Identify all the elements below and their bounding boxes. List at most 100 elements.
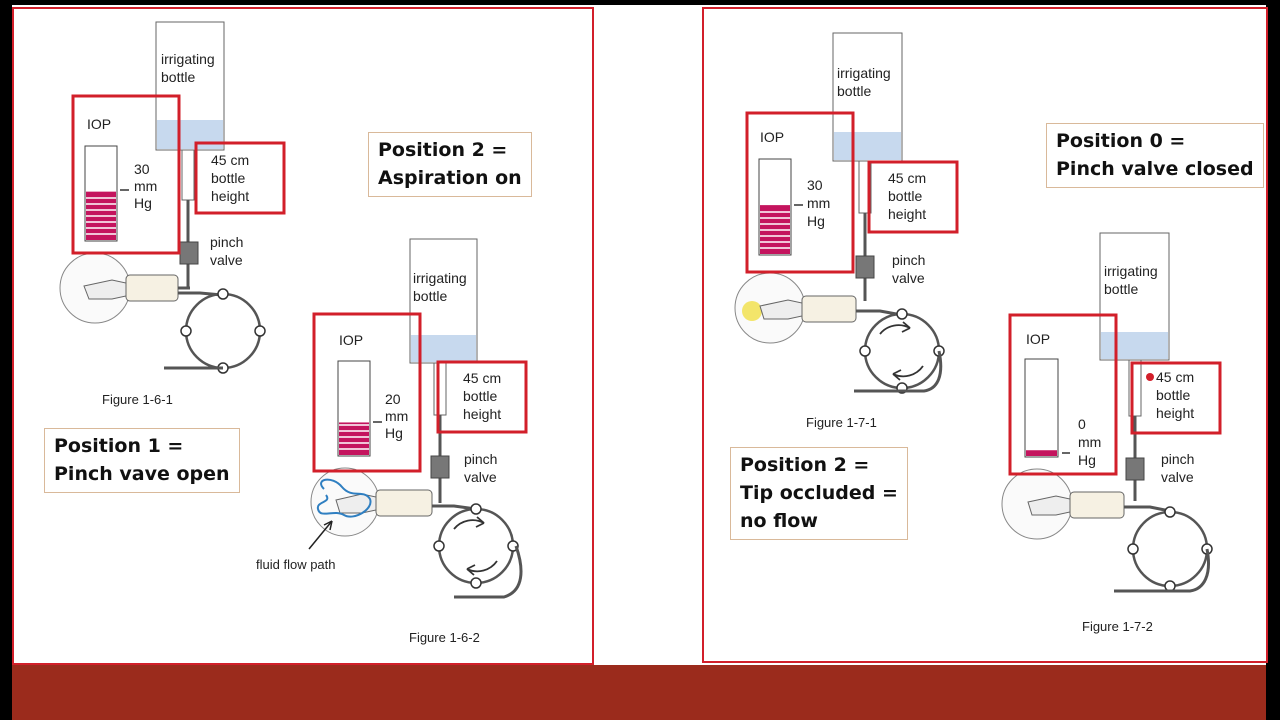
iop-gauge-fill xyxy=(1026,450,1057,456)
aspiration-tubing xyxy=(432,504,477,511)
callout-position-0: Position 0 = Pinch valve closed xyxy=(1046,123,1264,188)
bottle-height-label: bottle xyxy=(888,188,922,204)
figure-1-6-1: irrigating bottle pinch valve Figure 1-6… xyxy=(59,21,286,407)
pump-roller xyxy=(470,577,482,589)
fluid-flow-path xyxy=(316,478,372,518)
height-highlight-box xyxy=(1130,361,1222,435)
callout-position-2: Position 2 = Aspiration on xyxy=(368,132,532,197)
pump-roller xyxy=(470,503,482,515)
pinch-valve-label: pinch xyxy=(210,234,243,250)
bottle-height-label: 45 cm xyxy=(463,370,501,386)
callout-line: Position 0 = xyxy=(1056,130,1186,152)
bottle-height-label: bottle xyxy=(1156,387,1190,403)
peristaltic-pump xyxy=(1131,510,1209,588)
bottle-height-label: bottle xyxy=(463,388,497,404)
peristaltic-pump xyxy=(184,292,262,370)
bottle-label: bottle xyxy=(161,69,195,85)
callout-line: Position 2 = xyxy=(740,454,870,476)
pinch-valve xyxy=(179,241,199,265)
callout-line: Aspiration on xyxy=(378,167,522,189)
pinch-valve-label: pinch xyxy=(1161,451,1194,467)
bottom-band xyxy=(12,665,1266,720)
handpiece xyxy=(125,274,179,302)
iop-label: IOP xyxy=(339,332,363,348)
drip-chamber xyxy=(433,362,447,416)
bottle-height-label: height xyxy=(211,188,249,204)
handpiece xyxy=(375,489,433,517)
pump-roller xyxy=(254,325,266,337)
left-diagram-canvas: irrigating bottle pinch valve Figure 1-6… xyxy=(59,21,528,645)
iop-unit: Hg xyxy=(807,213,825,229)
handpiece xyxy=(1069,491,1125,519)
pinch-valve-label: valve xyxy=(892,270,925,286)
bottle-label: irrigating xyxy=(1104,263,1158,279)
bottle-label: bottle xyxy=(413,288,447,304)
pump-roller xyxy=(1127,543,1139,555)
iop-unit: mm xyxy=(1078,434,1101,450)
bottle-height-label: 45 cm xyxy=(1156,369,1194,385)
pointer-dot xyxy=(1146,373,1154,381)
callout-position-1: Position 1 = Pinch vave open xyxy=(44,428,240,493)
iop-unit: Hg xyxy=(1078,452,1096,468)
pinch-valve xyxy=(430,455,450,479)
figure-caption: Figure 1-6-2 xyxy=(409,630,480,645)
iop-highlight-box xyxy=(745,111,855,274)
bottle-height-label: height xyxy=(888,206,926,222)
figure-1-6-2: irrigating bottle pinch valve fluid flow… xyxy=(256,238,528,645)
pump-roller xyxy=(433,540,445,552)
handpiece xyxy=(801,295,857,323)
iop-gauge xyxy=(1024,358,1059,458)
iop-label: IOP xyxy=(760,129,784,145)
iop-unit: mm xyxy=(134,178,157,194)
pinch-valve-label: pinch xyxy=(464,451,497,467)
bottle-height-label: 45 cm xyxy=(888,170,926,186)
figure-1-7-1: irrigating bottle pinch valve Figure 1-7… xyxy=(734,32,959,430)
drain-tubing xyxy=(454,545,523,599)
bottle-label: bottle xyxy=(837,83,871,99)
aspiration-tubing xyxy=(1124,505,1171,513)
flow-pointer xyxy=(308,520,333,550)
bottle-label: irrigating xyxy=(161,51,215,67)
pump-roller xyxy=(1164,506,1176,518)
iop-highlight-box xyxy=(312,312,422,473)
height-highlight-box xyxy=(867,160,959,234)
figure-caption: Figure 1-7-2 xyxy=(1082,619,1153,634)
bottle-fluid xyxy=(411,335,476,362)
callout-line: no flow xyxy=(740,510,818,532)
pinch-valve-label: valve xyxy=(210,252,243,268)
pump-roller xyxy=(859,345,871,357)
height-highlight-box xyxy=(436,360,528,434)
callout-line: Tip occluded = xyxy=(740,482,898,504)
iop-value: 20 xyxy=(385,391,401,407)
pump-roller xyxy=(217,288,229,300)
pinch-valve-label: valve xyxy=(1161,469,1194,485)
pinch-valve xyxy=(1125,457,1145,481)
bottle-height-label: 45 cm xyxy=(211,152,249,168)
figure-caption: Figure 1-7-1 xyxy=(806,415,877,430)
iop-unit: Hg xyxy=(385,425,403,441)
iop-value: 30 xyxy=(807,177,823,193)
drip-chamber xyxy=(181,149,195,201)
left-slide-panel: irrigating bottle pinch valve Figure 1-6… xyxy=(12,7,594,665)
iop-label: IOP xyxy=(1026,331,1050,347)
callout-line: Pinch valve closed xyxy=(1056,158,1254,180)
iop-unit: Hg xyxy=(134,195,152,211)
right-diagram-canvas: irrigating bottle pinch valve Figure 1-7… xyxy=(734,32,1222,634)
bottle-fluid xyxy=(834,132,901,160)
callout-line: Pinch vave open xyxy=(54,463,230,485)
pinch-valve xyxy=(855,255,875,279)
bottle-label: irrigating xyxy=(837,65,891,81)
pump-roller xyxy=(180,325,192,337)
iop-unit: mm xyxy=(807,195,830,211)
callout-line: Position 1 = xyxy=(54,435,184,457)
bottle-label: irrigating xyxy=(413,270,467,286)
bottle-height-label: bottle xyxy=(211,170,245,186)
bottle-fluid xyxy=(1101,332,1168,359)
bottle-fluid xyxy=(157,120,223,149)
bottle-label: bottle xyxy=(1104,281,1138,297)
iop-value: 30 xyxy=(134,161,150,177)
drain-tubing xyxy=(1114,548,1210,593)
iop-highlight-box xyxy=(71,94,181,255)
right-slide-panel: irrigating bottle pinch valve Figure 1-7… xyxy=(702,7,1268,663)
callout-position-2-occluded: Position 2 = Tip occluded = no flow xyxy=(730,447,908,540)
